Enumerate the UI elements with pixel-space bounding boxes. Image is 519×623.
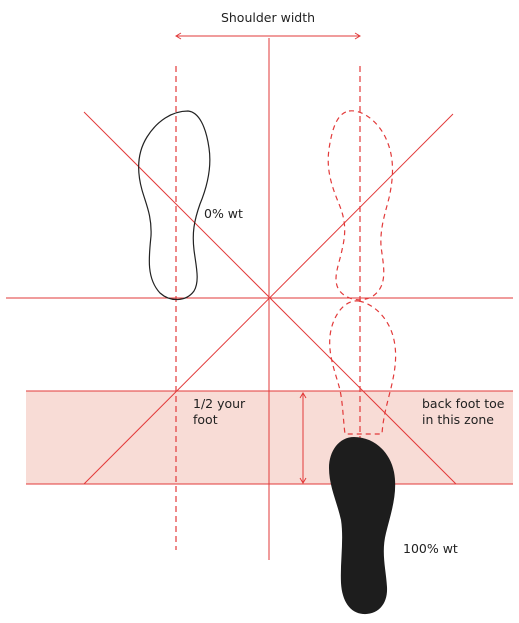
shoulder-width-arrow bbox=[176, 33, 360, 39]
half-foot-label-line1: 1/2 your bbox=[193, 396, 246, 411]
back-foot-solid bbox=[329, 437, 395, 614]
left-foot-outline bbox=[139, 111, 210, 300]
back-foot-toe-label-line1: back foot toe bbox=[422, 396, 505, 411]
hundred-weight-label: 100% wt bbox=[403, 541, 458, 556]
shoulder-width-label: Shoulder width bbox=[221, 10, 315, 25]
half-foot-label-line2: foot bbox=[193, 412, 218, 427]
zero-weight-label: 0% wt bbox=[204, 206, 243, 221]
back-foot-toe-label-line2: in this zone bbox=[422, 412, 494, 427]
